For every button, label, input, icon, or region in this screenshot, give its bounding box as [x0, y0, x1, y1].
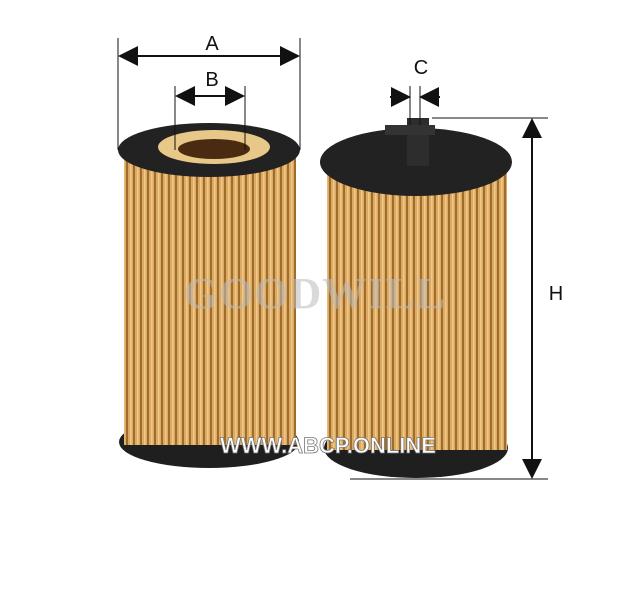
- filter-right: [320, 118, 512, 478]
- pleated-body: [124, 150, 296, 445]
- dimension-h-label: H: [549, 283, 563, 305]
- filter-left: [118, 123, 300, 468]
- dimension-b-label: B: [205, 69, 218, 91]
- dimension-c: C: [390, 57, 440, 125]
- center-pin-tab: [385, 125, 435, 135]
- dimension-h: H: [350, 117, 563, 480]
- center-hole: [178, 139, 250, 159]
- url-watermark: WWW.ABCP.ONLINE: [220, 433, 436, 458]
- dimension-b: B: [174, 69, 246, 150]
- brand-watermark: GOODWILL: [184, 269, 446, 318]
- dimension-a: A: [117, 33, 301, 150]
- dimension-a-label: A: [205, 33, 219, 55]
- pleated-body: [327, 165, 507, 450]
- dimension-c-label: C: [414, 57, 428, 79]
